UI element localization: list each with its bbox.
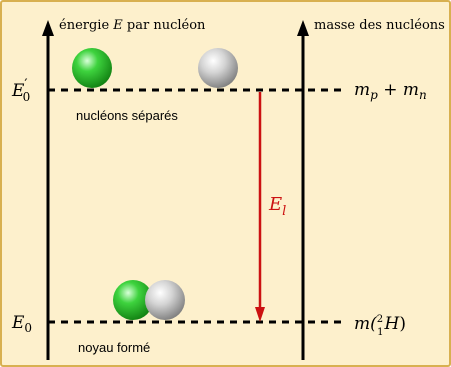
proton-in-nucleus [113, 280, 153, 320]
binding-energy-label: El [268, 194, 286, 219]
energy-level-high-label: E′0 [11, 77, 30, 104]
formed-nucleus-caption: noyau formé [78, 340, 150, 355]
energy-axis-arrowhead [42, 20, 54, 36]
mass-sum-label: mp + mn [354, 80, 427, 102]
neutron-separated [198, 48, 238, 88]
binding-energy-arrowhead [255, 307, 265, 322]
neutron-in-nucleus [145, 280, 185, 320]
energy-axis-label: énergie E par nucléon [59, 18, 206, 33]
proton-separated [72, 48, 112, 88]
energy-level-low-label: E0 [11, 313, 32, 335]
mass-axis-label: masse des nucléons [314, 18, 445, 33]
mass-axis-arrowhead [297, 20, 309, 36]
separated-nucleons-caption: nucléons séparés [76, 108, 178, 123]
